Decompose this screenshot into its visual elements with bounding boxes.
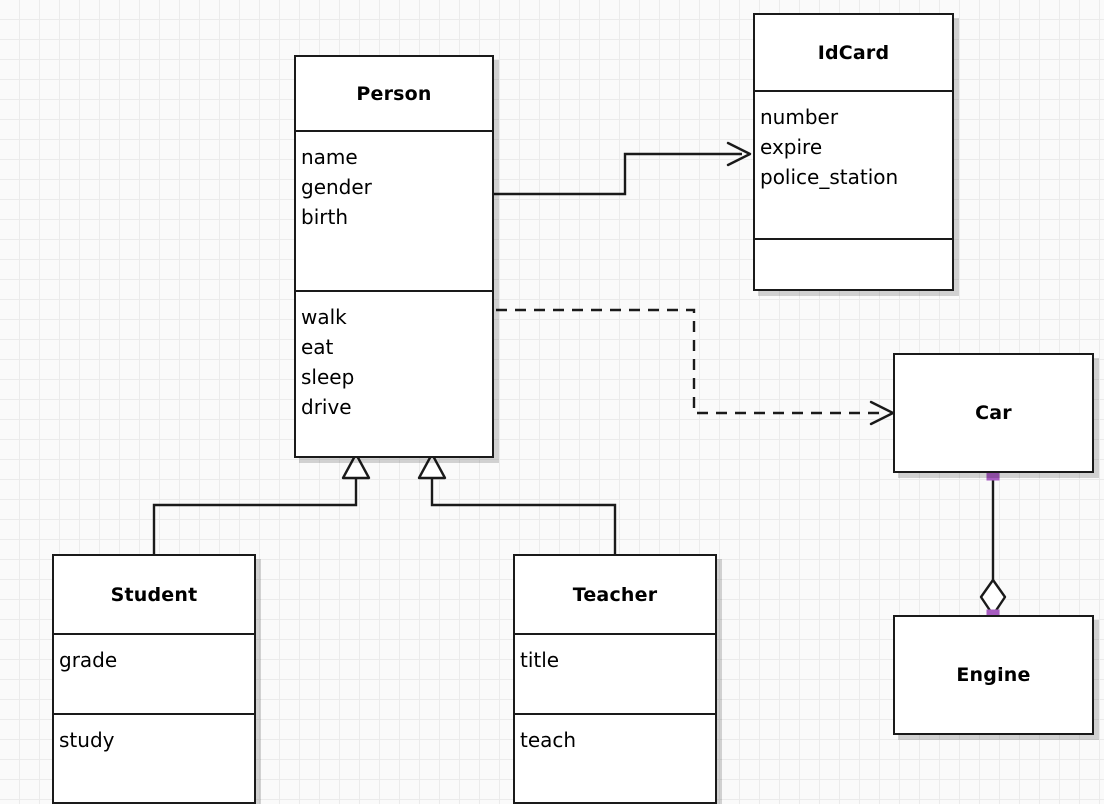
edge-person-car-dependency[interactable]	[496, 308, 895, 426]
operation-item: study	[59, 727, 115, 752]
attributes-compartment-idcard: number expire police_station	[755, 90, 952, 238]
class-name-teacher: Teacher	[572, 583, 658, 606]
class-box-person[interactable]: Person name gender birth walk eat sleep …	[294, 55, 494, 458]
attributes-compartment-person: name gender birth	[296, 130, 492, 290]
edge-car-engine-aggregation[interactable]	[979, 473, 1007, 617]
class-box-engine[interactable]: Engine	[893, 615, 1094, 735]
edge-student-person-generalization[interactable]	[152, 452, 371, 554]
class-name-person: Person	[356, 82, 432, 105]
edge-person-idcard-association[interactable]	[494, 141, 752, 196]
class-name-student: Student	[110, 583, 198, 606]
class-box-idcard[interactable]: IdCard number expire police_station	[753, 13, 954, 291]
operation-item: sleep	[301, 365, 355, 389]
operations-compartment-person: walk eat sleep drive	[296, 290, 492, 456]
attributes-compartment-teacher: title	[515, 633, 715, 712]
operation-item: eat	[301, 335, 334, 359]
attribute-item: name	[301, 145, 358, 169]
class-box-student[interactable]: Student grade study	[52, 554, 256, 804]
operations-compartment-teacher: teach	[515, 712, 715, 802]
operation-item: walk	[301, 305, 347, 329]
attribute-item: police_station	[760, 165, 899, 190]
attribute-item: title	[520, 648, 560, 673]
class-box-teacher[interactable]: Teacher title teach	[513, 554, 717, 804]
operations-compartment-student: study	[54, 712, 254, 802]
attribute-item: birth	[301, 205, 348, 229]
attribute-item: number	[760, 105, 839, 130]
attribute-item: grade	[59, 648, 118, 673]
class-name-car: Car	[975, 402, 1012, 424]
operation-item: teach	[520, 727, 577, 752]
edge-teacher-person-generalization[interactable]	[417, 452, 617, 554]
attribute-item: gender	[301, 175, 372, 199]
class-name-engine: Engine	[956, 664, 1031, 686]
attributes-compartment-student: grade	[54, 633, 254, 712]
operation-item: drive	[301, 395, 352, 419]
attribute-item: expire	[760, 135, 823, 160]
class-name-idcard: IdCard	[817, 41, 890, 64]
open-arrow-icon	[726, 141, 752, 167]
open-arrow-icon	[869, 400, 895, 426]
operations-compartment-idcard	[755, 238, 952, 289]
class-box-car[interactable]: Car	[893, 353, 1094, 473]
